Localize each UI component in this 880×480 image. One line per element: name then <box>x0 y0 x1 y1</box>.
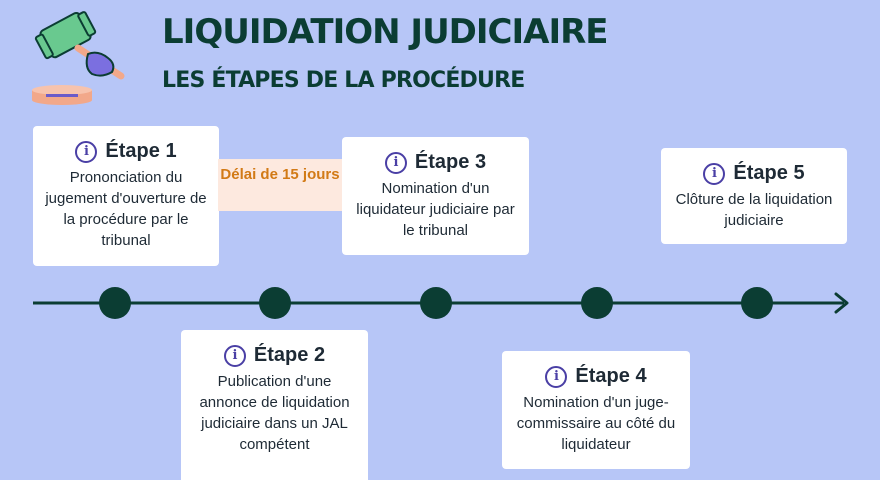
info-icon: i <box>223 344 246 367</box>
info-icon: i <box>75 140 98 163</box>
step-title: Étape 4 <box>575 365 647 387</box>
step-description: Publication d'une annonce de liquidation… <box>199 373 350 453</box>
step-card-3: i Étape 3 Nomination d'un liquidateur ju… <box>342 137 529 255</box>
info-icon: i <box>545 365 568 388</box>
step-title: Étape 3 <box>414 151 487 173</box>
step-card-4: i Étape 4 Nomination d'un juge-commissai… <box>502 351 690 469</box>
timeline-arrowhead <box>834 292 849 314</box>
step-card-header: i Étape 5 <box>661 162 847 185</box>
step-card-header: i Étape 1 <box>33 140 219 163</box>
info-icon: i <box>703 162 726 185</box>
step-card-5: i Étape 5 Clôture de la liquidation judi… <box>661 148 847 244</box>
page-title: LIQUIDATION JUDICIAIRE <box>162 12 609 52</box>
step-card-1: i Étape 1 Prononciation du jugement d'ou… <box>33 126 219 266</box>
timeline-dot-5 <box>741 287 773 319</box>
info-icon: i <box>384 151 407 174</box>
step-card-2: i Étape 2 Publication d'une annonce de l… <box>181 330 368 480</box>
gavel-in-hand-icon <box>32 11 125 105</box>
timeline <box>33 287 849 319</box>
step-card-header: i Étape 3 <box>342 151 529 174</box>
step-description: Prononciation du jugement d'ouverture de… <box>45 169 207 249</box>
step-title: Étape 5 <box>733 162 805 184</box>
timeline-dot-3 <box>420 287 452 319</box>
step-description: Nomination d'un juge-commissaire au côté… <box>516 394 676 453</box>
timeline-dot-4 <box>581 287 613 319</box>
step-title: Étape 2 <box>253 344 326 366</box>
delay-badge: Délai de 15 jours <box>218 159 342 211</box>
page-subtitle: LES ÉTAPES DE LA PROCÉDURE <box>162 68 525 93</box>
step-card-header: i Étape 2 <box>181 344 368 367</box>
timeline-dot-2 <box>259 287 291 319</box>
step-description: Nomination d'un liquidateur judiciaire p… <box>356 180 515 239</box>
step-description: Clôture de la liquidation judiciaire <box>675 191 833 229</box>
step-title: Étape 1 <box>105 140 177 162</box>
timeline-dot-1 <box>99 287 131 319</box>
step-card-header: i Étape 4 <box>502 365 690 388</box>
